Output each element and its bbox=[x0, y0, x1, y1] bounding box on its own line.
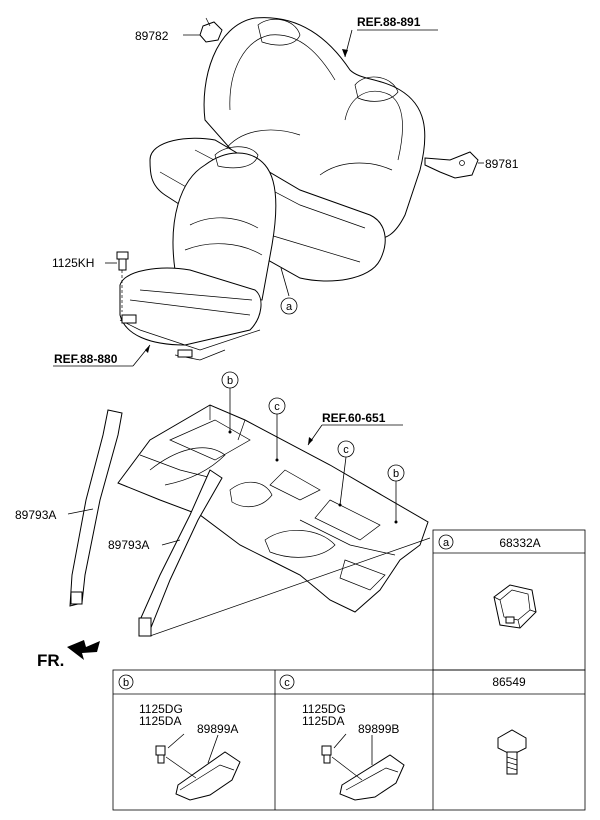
ref-label-88-891: REF.88-891 bbox=[357, 15, 421, 29]
table-cell-c-marker: c bbox=[284, 677, 290, 689]
circle-b-floor-2: b bbox=[393, 468, 399, 480]
label-front: FR. bbox=[37, 651, 64, 670]
table-cell-d-part: 86549 bbox=[492, 675, 526, 689]
label-89781: 89781 bbox=[485, 157, 519, 171]
circle-c-floor-1: c bbox=[274, 401, 280, 413]
label-1125KH: 1125KH bbox=[52, 256, 94, 270]
table-cell-c-bolt2: 1125DA bbox=[302, 714, 344, 728]
front-arrow bbox=[67, 640, 100, 660]
table-cell-b-bolt2: 1125DA bbox=[139, 714, 181, 728]
label-89793A-left: 89793A bbox=[15, 508, 56, 522]
floor-panel bbox=[117, 404, 429, 613]
ref-label-60-651: REF.60-651 bbox=[322, 411, 386, 425]
table-cell-b-bracket: 89899A bbox=[197, 722, 238, 736]
label-89793A-middle: 89793A bbox=[108, 538, 149, 552]
bracket-89781 bbox=[424, 151, 484, 179]
circle-b-floor-1: b bbox=[227, 375, 233, 387]
table-cell-b-marker: b bbox=[123, 677, 129, 689]
table-cell-c-bracket: 89899B bbox=[358, 722, 399, 736]
clip-68332A bbox=[493, 584, 537, 629]
bolt-86549 bbox=[497, 729, 527, 775]
table-cell-b-bolt1: 1125DG bbox=[139, 702, 183, 716]
front-seat-assembly bbox=[119, 146, 277, 361]
table-cell-c-bolt1: 1125DG bbox=[302, 702, 346, 716]
bracket-89899A bbox=[155, 733, 241, 801]
label-89782: 89782 bbox=[135, 29, 169, 43]
bar-89793A-left bbox=[67, 409, 123, 607]
floor-circle-markers bbox=[221, 371, 405, 524]
table-cell-a-marker: a bbox=[443, 537, 450, 549]
circle-a-seat: a bbox=[286, 301, 293, 313]
clip-89782 bbox=[183, 17, 223, 43]
bracket-89899B bbox=[321, 733, 405, 801]
circle-c-floor-2: c bbox=[343, 444, 349, 456]
ref-label-88-880: REF.88-880 bbox=[54, 352, 118, 366]
bar-89793A-middle bbox=[138, 469, 431, 637]
table-cell-a-part: 68332A bbox=[499, 536, 540, 550]
parts-table bbox=[112, 529, 586, 811]
bolt-1125KH bbox=[105, 251, 129, 312]
